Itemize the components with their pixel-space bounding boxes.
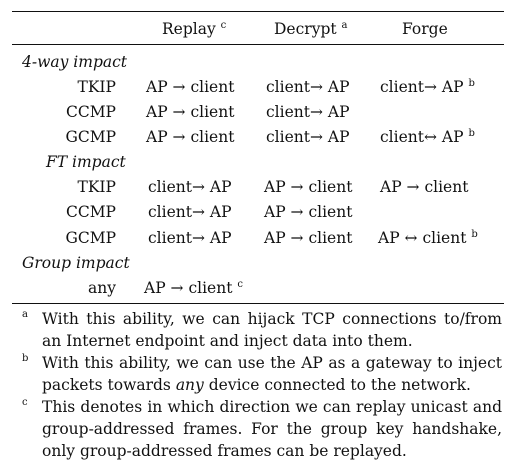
footnote-text-pre: With this ability, we can use the AP as … (42, 354, 502, 394)
replay-cell: AP → client c (144, 278, 243, 298)
cipher-cell: TKIP (77, 178, 116, 196)
decrypt-cell: client→ AP (266, 103, 350, 121)
header-decrypt-label: Decrypt (274, 20, 337, 38)
forge-text: client→ AP (380, 78, 464, 96)
header-replay-footnote-mark: c (220, 19, 227, 31)
replay-cell: client→ AP (148, 229, 232, 247)
footnote-mark: a (22, 309, 28, 320)
header-decrypt: Decrypt a (274, 19, 348, 39)
replay-cell: AP → client (146, 103, 235, 121)
footnote-text-pre: With this ability, we can hijack TCP con… (42, 310, 502, 350)
footnote-text-post: device connected to the network. (203, 376, 471, 394)
forge-cell: AP ↔ client b (378, 228, 478, 248)
footnote-text: This denotes in which direction we can r… (22, 396, 502, 462)
cipher-cell: GCMP (65, 128, 116, 146)
footnote-a: a With this ability, we can hijack TCP c… (22, 308, 502, 352)
decrypt-cell: client→ AP (266, 128, 350, 146)
footnote-text-pre: This denotes in which direction we can r… (42, 398, 502, 460)
cipher-cell: TKIP (77, 78, 116, 96)
header-replay: Replay c (162, 19, 226, 39)
forge-cell: client↔ AP b (380, 127, 475, 147)
replay-text: AP → client (144, 279, 233, 297)
footnote-c: c This denotes in which direction we can… (22, 396, 502, 462)
header-decrypt-footnote-mark: a (341, 19, 348, 31)
replay-footnote-mark: c (237, 278, 243, 290)
bottom-rule (12, 303, 504, 304)
section-title-ft: FT impact (46, 153, 126, 171)
replay-cell: client→ AP (148, 203, 232, 221)
cipher-cell: any (88, 279, 116, 297)
cipher-cell: GCMP (65, 229, 116, 247)
decrypt-cell: AP → client (264, 178, 353, 196)
footnote-mark: b (22, 353, 29, 364)
footnote-emphasis: any (175, 376, 204, 394)
footnote-b: b With this ability, we can use the AP a… (22, 352, 502, 396)
header-forge-label: Forge (402, 20, 448, 38)
decrypt-cell: AP → client (264, 229, 353, 247)
header-rule (12, 44, 504, 45)
footnote-mark: c (22, 397, 28, 408)
footnote-text: With this ability, we can use the AP as … (22, 352, 502, 396)
forge-footnote-mark: b (468, 77, 475, 89)
replay-cell: AP → client (146, 78, 235, 96)
forge-cell: AP → client (380, 177, 468, 197)
forge-text: client↔ AP (380, 128, 464, 146)
header-replay-label: Replay (162, 20, 216, 38)
replay-cell: client→ AP (148, 178, 232, 196)
header-forge: Forge (402, 19, 448, 39)
forge-cell: client→ AP b (380, 77, 475, 97)
top-rule (12, 11, 504, 12)
decrypt-cell: client→ AP (266, 78, 350, 96)
forge-text: AP ↔ client (378, 229, 467, 247)
section-title-group: Group impact (22, 254, 130, 272)
section-title-4way: 4-way impact (22, 53, 128, 71)
cipher-cell: CCMP (65, 103, 116, 121)
forge-footnote-mark: b (468, 127, 475, 139)
footnote-text: With this ability, we can hijack TCP con… (22, 308, 502, 352)
decrypt-cell: AP → client (264, 203, 353, 221)
replay-cell: AP → client (146, 128, 235, 146)
forge-text: AP → client (380, 178, 469, 196)
cipher-cell: CCMP (65, 203, 116, 221)
forge-footnote-mark: b (471, 228, 478, 240)
